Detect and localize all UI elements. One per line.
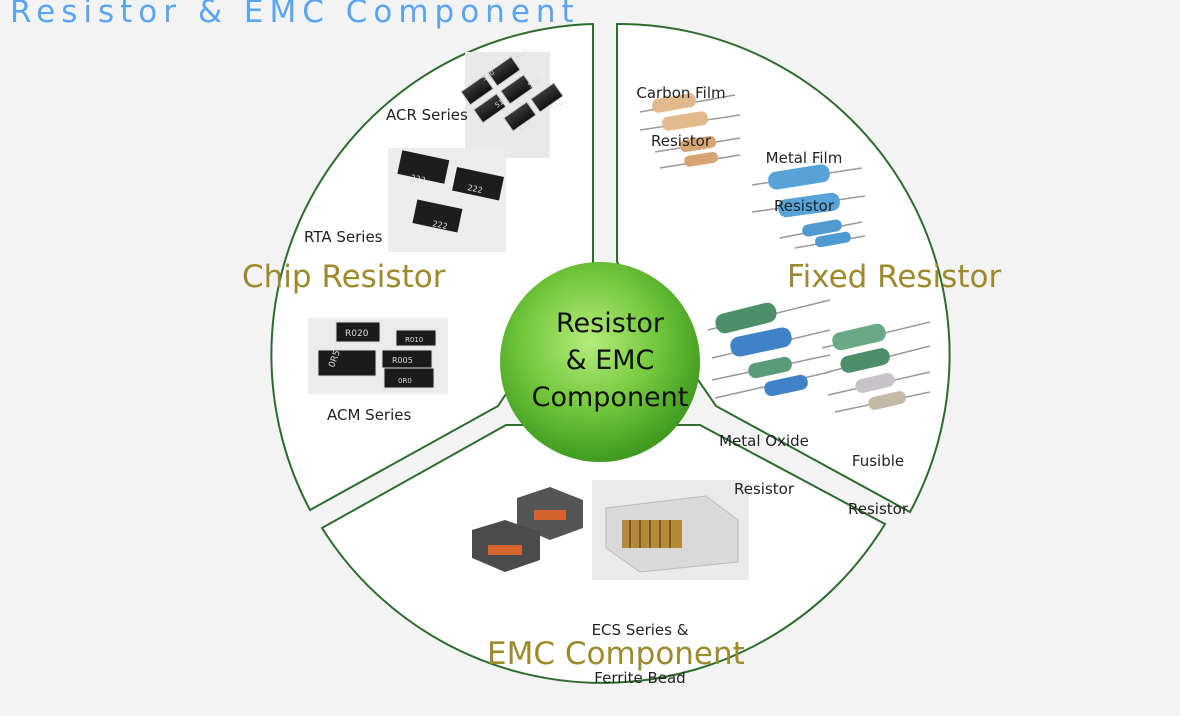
metal-oxide-line-1: Metal Oxide bbox=[719, 432, 809, 450]
acr-series-label[interactable]: ACR Series bbox=[386, 106, 468, 124]
chip-marking: 222 bbox=[410, 173, 427, 185]
chip-marking: R020 bbox=[345, 329, 369, 339]
emc-component-label[interactable]: EMC Component bbox=[487, 636, 745, 672]
metal-oxide-resistor-label[interactable]: Metal Oxide Resistor bbox=[716, 401, 812, 513]
fusible-resistor-image bbox=[821, 321, 931, 413]
carbon-film-line-2: Resistor bbox=[651, 132, 711, 150]
chip-marking: 222 bbox=[432, 219, 449, 231]
fixed-resistor-label[interactable]: Fixed Resistor bbox=[787, 259, 1002, 295]
ecs-line-1: ECS Series & bbox=[591, 621, 689, 639]
carbon-film-resistor-label[interactable]: Carbon Film Resistor bbox=[636, 53, 726, 165]
metal-film-line-1: Metal Film bbox=[765, 149, 843, 167]
center-label: Resistor & EMC Component bbox=[505, 305, 715, 416]
chip-resistor-label[interactable]: Chip Resistor bbox=[242, 259, 446, 295]
acm-series-label[interactable]: ACM Series bbox=[327, 406, 412, 424]
metal-oxide-line-2: Resistor bbox=[734, 480, 794, 498]
fusible-line-2: Resistor bbox=[848, 500, 908, 518]
chip-marking: R005 bbox=[392, 356, 413, 365]
chip-marking: R010 bbox=[405, 336, 423, 344]
ecs-series-image bbox=[472, 480, 749, 580]
fusible-resistor-label[interactable]: Fusible Resistor bbox=[846, 421, 910, 533]
center-hub[interactable] bbox=[500, 262, 700, 462]
metal-oxide-resistor-image bbox=[707, 299, 831, 399]
metal-film-resistor-image bbox=[751, 164, 866, 249]
center-line-2: & EMC bbox=[565, 345, 655, 376]
center-line-1: Resistor bbox=[556, 308, 664, 339]
chip-marking: 222 bbox=[467, 183, 484, 195]
chip-marking: 0R0 bbox=[398, 377, 412, 385]
rta-series-label[interactable]: RTA Series bbox=[304, 228, 383, 246]
metal-film-line-2: Resistor bbox=[774, 197, 834, 215]
acm-series-image bbox=[308, 318, 448, 394]
page-title: Resistor & EMC Component bbox=[10, 0, 580, 30]
ecs-line-2: Ferrite Bead bbox=[594, 669, 686, 687]
metal-film-resistor-label[interactable]: Metal Film Resistor bbox=[760, 118, 848, 230]
center-line-3: Component bbox=[531, 382, 689, 413]
fusible-line-1: Fusible bbox=[851, 452, 905, 470]
acr-series-image bbox=[460, 52, 564, 158]
ecs-series-label[interactable]: ECS Series & Ferrite Bead bbox=[590, 590, 690, 702]
carbon-film-resistor-image bbox=[639, 93, 741, 169]
rta-series-image bbox=[388, 148, 506, 252]
carbon-film-line-1: Carbon Film bbox=[636, 84, 726, 102]
